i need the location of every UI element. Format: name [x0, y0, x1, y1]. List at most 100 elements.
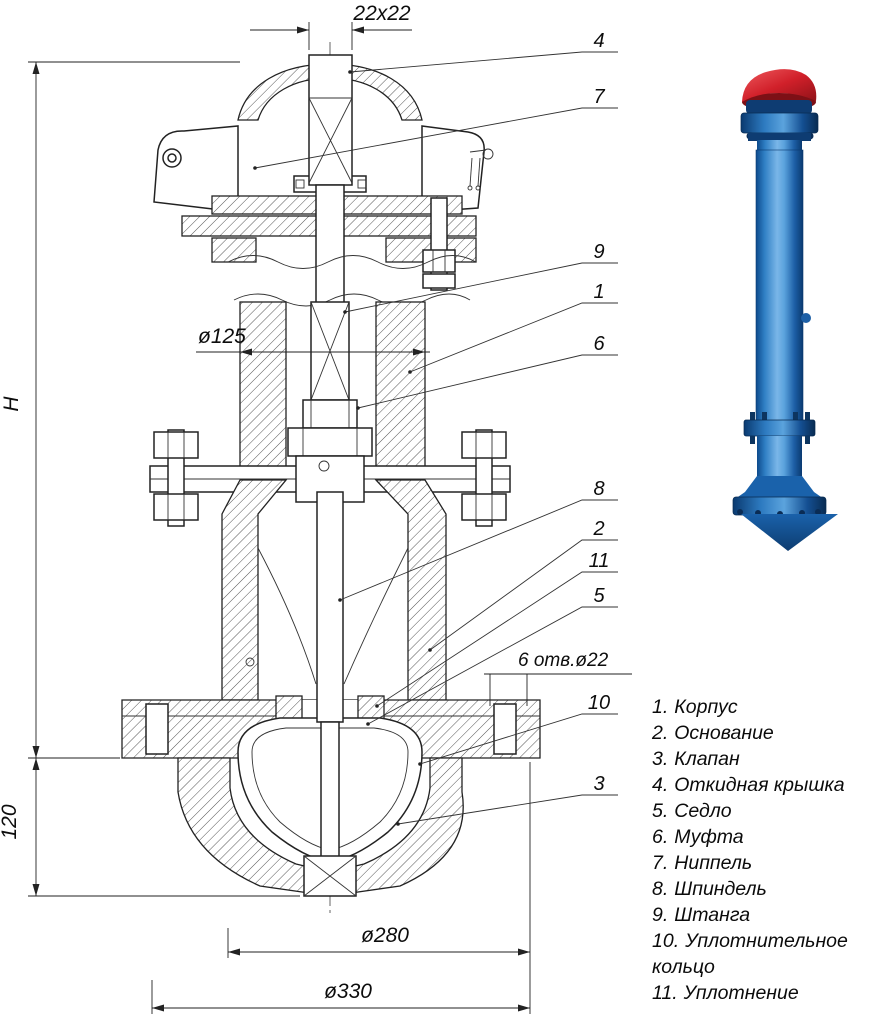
hydrant-column: [755, 149, 804, 423]
callout-3: 3: [396, 773, 618, 826]
dim-holes-label: 6 отв.ø22: [518, 650, 609, 671]
gland-bolt-left: [295, 179, 305, 189]
stem-upper: [315, 184, 345, 304]
parts-list-item-11: 11.Уплотнение: [652, 980, 888, 1006]
valve-guide-square: [303, 855, 357, 897]
callout-10: 10: [418, 692, 618, 766]
part-number: 3.: [652, 748, 669, 770]
body-wall-left: [221, 479, 288, 701]
flange-bolt-nut: [422, 249, 456, 273]
part-name: Уплотнение: [683, 982, 799, 1004]
part-number: 11.: [652, 982, 678, 1004]
dim-flange-label: ø330: [324, 980, 372, 1003]
svg-text:6: 6: [593, 333, 605, 355]
callout-7: 7: [253, 86, 618, 170]
spindle-tail: [320, 721, 340, 859]
callouts: 4 7 9 1 6 8 2: [253, 30, 618, 826]
dimensions: 22x22 ø125 H 120: [0, 2, 632, 1014]
part-number: 5.: [652, 800, 669, 822]
dim-bore-label: ø125: [198, 325, 246, 348]
hydrant-neck: [757, 140, 802, 152]
parts-list: 1.Корпус 2.Основание 3.Клапан 4.Откидная…: [652, 694, 888, 1006]
flange-bolt-washer: [422, 273, 456, 289]
svg-text:1: 1: [593, 281, 604, 303]
part-name: Шпиндель: [674, 878, 767, 900]
hydrant-lower-pipe: [757, 436, 802, 478]
part-name: Седло: [674, 800, 732, 822]
part-name: Корпус: [674, 696, 738, 718]
callout-1: 1: [408, 281, 618, 374]
drain-hole: [245, 657, 255, 667]
rod: [310, 301, 350, 408]
valve-assembly: [177, 491, 464, 897]
parts-list-item-4: 4.Откидная крышка: [652, 772, 888, 798]
cap-ring: [746, 100, 812, 114]
hydrant-cone: [741, 514, 838, 551]
hydrant-bell: [735, 476, 824, 499]
svg-text:3: 3: [593, 773, 604, 795]
callout-9: 9: [343, 241, 618, 314]
coupling: [302, 399, 358, 429]
part-name: Штанга: [674, 904, 751, 926]
part-number: 10.: [652, 930, 680, 952]
part-name: Муфта: [674, 826, 744, 848]
dimension-height: H 120: [0, 61, 300, 897]
dimension-holes: 6 отв.ø22: [484, 650, 632, 706]
dim-bolt-circle-label: ø280: [361, 924, 409, 947]
part-number: 7.: [652, 852, 669, 874]
parts-list-item-1: 1.Корпус: [652, 694, 888, 720]
dim-square-label: 22x22: [352, 2, 411, 25]
part-name: Уплотнительное кольцо: [652, 930, 848, 978]
hinge-pin: [167, 153, 177, 163]
stem-top-square: [308, 54, 353, 186]
parts-list-item-5: 5.Седло: [652, 798, 888, 824]
bolt-left: [153, 429, 199, 527]
flange-neck-ring: [748, 133, 811, 141]
flange-hole-right: [493, 703, 517, 755]
guide-web-left: [257, 547, 317, 685]
callout-8: 8: [338, 478, 618, 602]
dimension-flange: ø330: [151, 958, 531, 1014]
top-assembly: [153, 54, 494, 304]
safety-pin: [467, 148, 494, 191]
mid-flange-assembly: [149, 429, 511, 527]
flange-hole-left: [145, 703, 169, 755]
body-shoulder-left: [211, 237, 257, 263]
callout-5: 5: [366, 585, 618, 726]
svg-text:2: 2: [592, 518, 604, 540]
hinged-cover: [237, 63, 423, 121]
callout-11: 11: [375, 550, 618, 708]
dim-height-label: H: [0, 396, 23, 412]
part-name: Ниппель: [674, 852, 753, 874]
svg-text:7: 7: [593, 86, 605, 108]
hinge-ring: [162, 148, 182, 168]
svg-text:10: 10: [588, 692, 610, 714]
svg-text:11: 11: [589, 550, 610, 572]
part-number: 4.: [652, 774, 669, 796]
body-wall-right: [374, 479, 447, 701]
dimension-bolt-circle: ø280: [227, 762, 531, 958]
section-drawing: 22x22 ø125 H 120: [0, 2, 632, 1014]
dimension-bore: ø125: [196, 325, 430, 356]
callout-2: 2: [428, 518, 618, 652]
part-name: Клапан: [674, 748, 740, 770]
collar: [287, 427, 373, 457]
standpipe: [239, 301, 426, 481]
svg-text:8: 8: [593, 478, 604, 500]
svg-text:5: 5: [593, 585, 605, 607]
parts-list-item-8: 8.Шпиндель: [652, 876, 888, 902]
part-number: 2.: [652, 722, 669, 744]
part-number: 9.: [652, 904, 669, 926]
parts-list-item-6: 6.Муфта: [652, 824, 888, 850]
hydrant-top-flange: [740, 112, 819, 134]
dimension-22x22: 22x22: [250, 2, 412, 50]
pipe-wall-right: [375, 301, 426, 481]
hydrant-lower-flange: [743, 419, 816, 437]
break-lines: [227, 255, 477, 307]
parts-list-item-10: 10.Уплотнительное кольцо: [652, 928, 888, 980]
product-photo: [732, 69, 838, 551]
bolt-right: [461, 429, 507, 527]
gland-bolt-right: [357, 179, 367, 189]
hydrant-cap: [742, 69, 817, 102]
